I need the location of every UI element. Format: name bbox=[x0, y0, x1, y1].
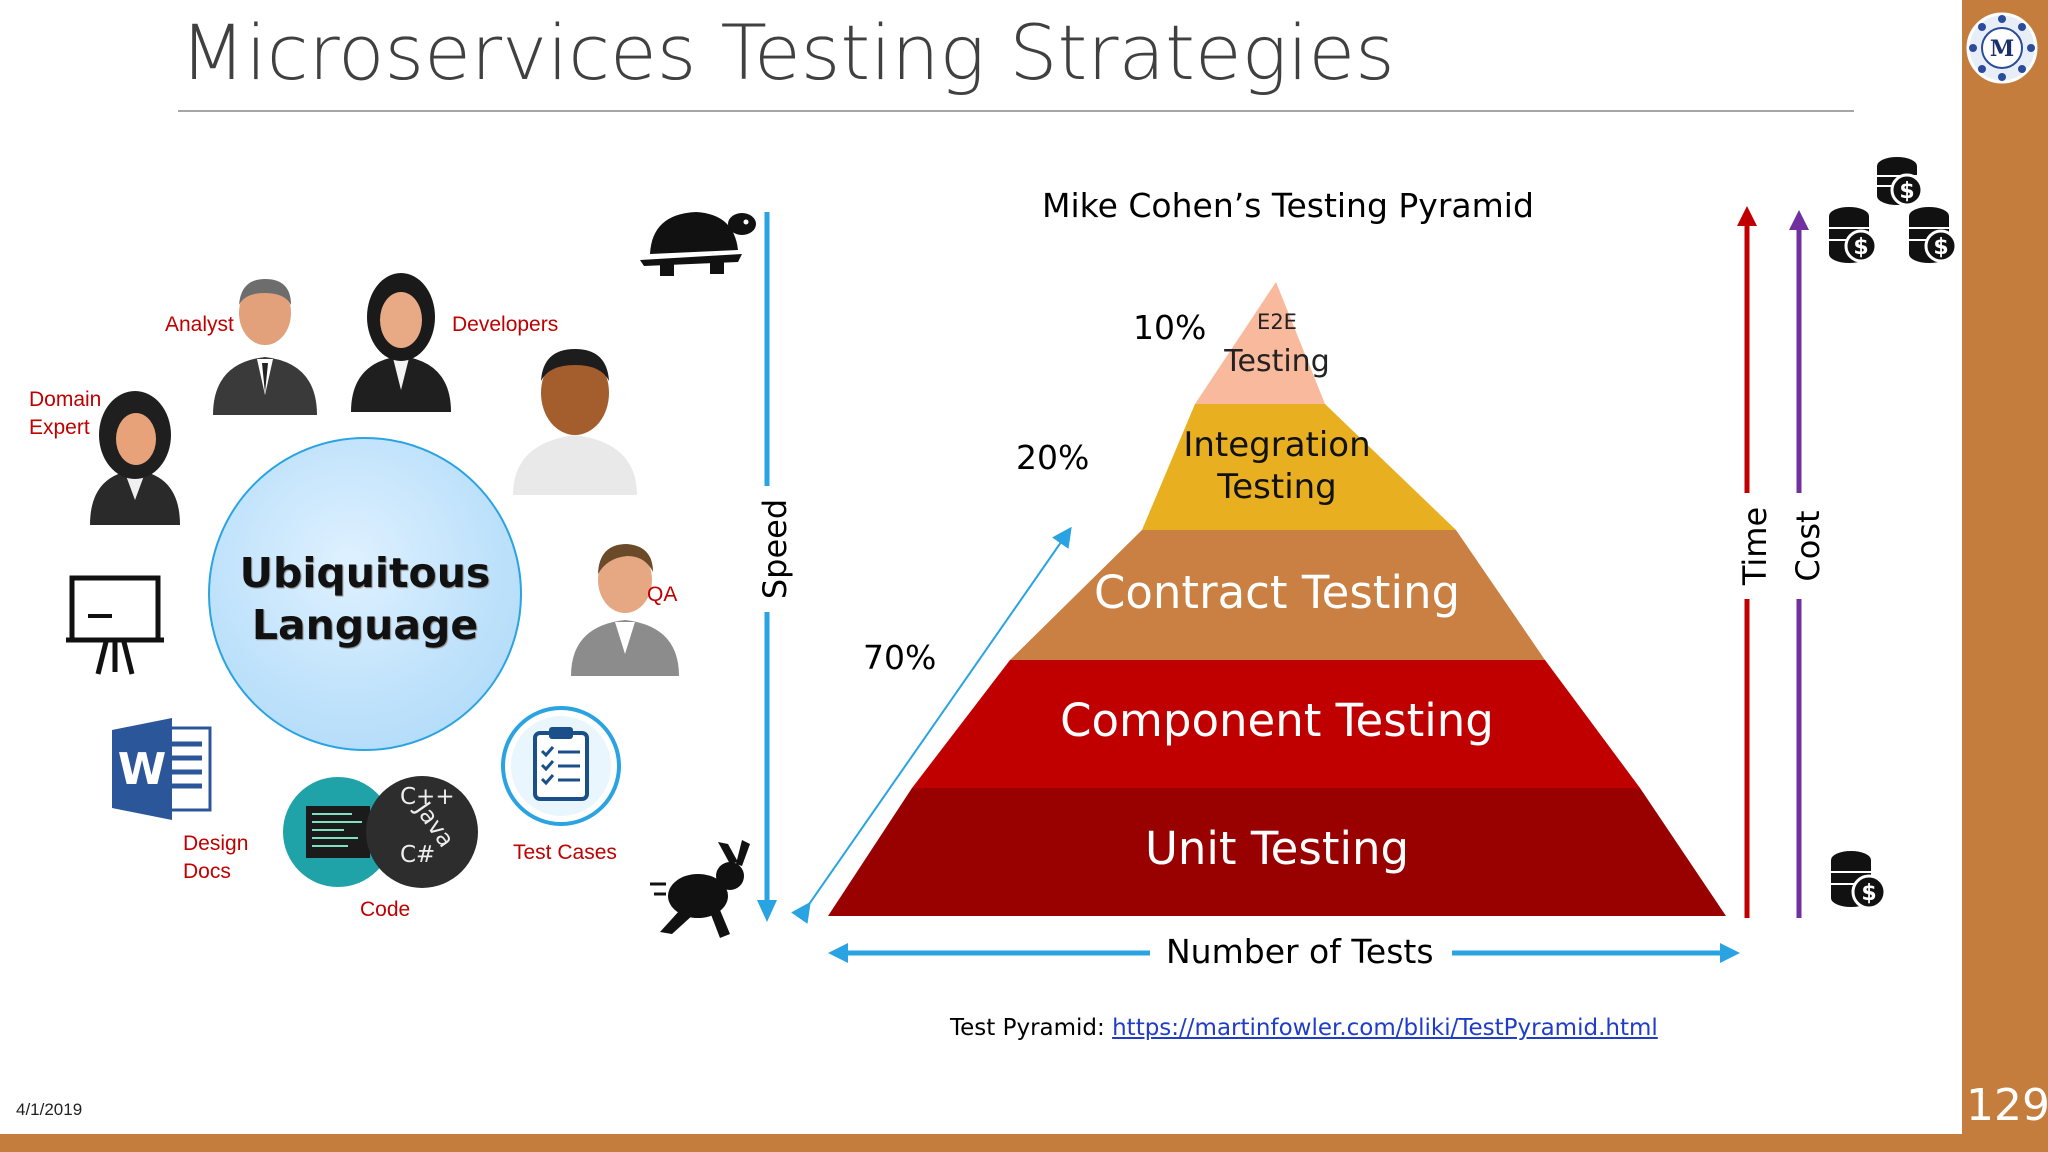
code-icon bbox=[283, 777, 393, 887]
analyst-avatar-icon bbox=[213, 279, 317, 415]
e2e-testing-label: Testing bbox=[1224, 344, 1330, 379]
developers-label: Developers bbox=[452, 313, 559, 336]
pyramid-layer-integration bbox=[1142, 404, 1456, 530]
cost-arrow-head bbox=[1789, 210, 1809, 230]
whiteboard-icon bbox=[66, 575, 164, 675]
coin-stack-single-icon: $ bbox=[1831, 851, 1887, 910]
time-arrow-head bbox=[1737, 206, 1757, 226]
number-of-tests-arrow-right-head bbox=[1720, 943, 1740, 963]
number-of-tests-label: Number of Tests bbox=[1160, 932, 1440, 971]
design-docs-label: Design Docs bbox=[183, 832, 249, 883]
word-document-icon: W bbox=[112, 718, 212, 820]
test-cases-label: Test Cases bbox=[513, 841, 617, 864]
code-label: Code bbox=[360, 898, 411, 921]
qa-label: QA bbox=[647, 583, 678, 606]
slide-date: 4/1/2019 bbox=[16, 1100, 83, 1119]
logo-icon: M bbox=[1966, 12, 2038, 84]
qa-avatar-icon bbox=[571, 544, 679, 676]
svg-text:M: M bbox=[1990, 36, 2014, 62]
svg-text:$: $ bbox=[1853, 235, 1868, 260]
source-link[interactable]: https://martinfowler.com/bliki/TestPyram… bbox=[1112, 1015, 1658, 1041]
svg-text:W: W bbox=[118, 744, 167, 795]
domain-expert-label: Domain Expert bbox=[29, 388, 102, 439]
svg-text:$: $ bbox=[1861, 881, 1876, 906]
rabbit-icon bbox=[650, 840, 750, 938]
developer-avatar-icon bbox=[351, 273, 451, 412]
pyramid-title: Mike Cohen’s Testing Pyramid bbox=[1042, 186, 1534, 225]
ubiquitous-language-label: Ubiquitous Language bbox=[239, 549, 491, 649]
svg-text:$: $ bbox=[1899, 179, 1914, 204]
unit-percent-bracket bbox=[791, 526, 1072, 924]
integration-testing-label: Integration Testing bbox=[1183, 425, 1371, 507]
language-badge: C++ Java C# bbox=[366, 776, 478, 888]
right-accent-bar bbox=[1962, 0, 2048, 1152]
slide-title: Microservices Testing Strategies bbox=[180, 8, 1395, 97]
e2e-small-label: E2E bbox=[1257, 310, 1297, 334]
language-csharp: C# bbox=[400, 842, 436, 868]
pyramid-layer-e2e bbox=[1195, 282, 1325, 404]
pyramid-layer-contract bbox=[1010, 530, 1545, 660]
integration-percent-label: 20% bbox=[1016, 438, 1090, 477]
number-of-tests-arrow-left-head bbox=[828, 943, 848, 963]
component-testing-label: Component Testing bbox=[1060, 694, 1494, 747]
analyst-label: Analyst bbox=[165, 313, 234, 336]
coin-stack-top: $ bbox=[1877, 157, 1924, 207]
bottom-accent-bar bbox=[0, 1134, 2048, 1152]
svg-text:$: $ bbox=[1933, 235, 1948, 260]
unit-percent-label: 70% bbox=[863, 638, 937, 677]
developer-male-avatar-icon bbox=[513, 349, 637, 495]
unit-testing-label: Unit Testing bbox=[1144, 822, 1410, 875]
cost-label: Cost bbox=[1789, 493, 1827, 599]
title-underline bbox=[178, 110, 1854, 112]
turtle-icon bbox=[640, 212, 756, 276]
clipboard-checklist-icon bbox=[501, 706, 621, 826]
speed-label: Speed bbox=[756, 486, 794, 612]
ubiquitous-language-circle: Ubiquitous Language bbox=[208, 437, 522, 751]
source-citation: Test Pyramid: https://martinfowler.com/b… bbox=[950, 1015, 1658, 1041]
page-number: 129 bbox=[1966, 1080, 2048, 1131]
language-cpp: C++ bbox=[400, 784, 455, 810]
speed-arrow-head bbox=[757, 900, 777, 922]
domain-expert-avatar-icon bbox=[90, 391, 180, 525]
source-prefix: Test Pyramid: bbox=[950, 1015, 1113, 1041]
time-label: Time bbox=[1736, 493, 1774, 599]
contract-testing-label: Contract Testing bbox=[1093, 566, 1461, 619]
pyramid-layer-component bbox=[912, 660, 1640, 788]
e2e-percent-label: 10% bbox=[1133, 308, 1207, 347]
coin-stack-dollar-icon: $ $ $ bbox=[1829, 157, 1958, 263]
